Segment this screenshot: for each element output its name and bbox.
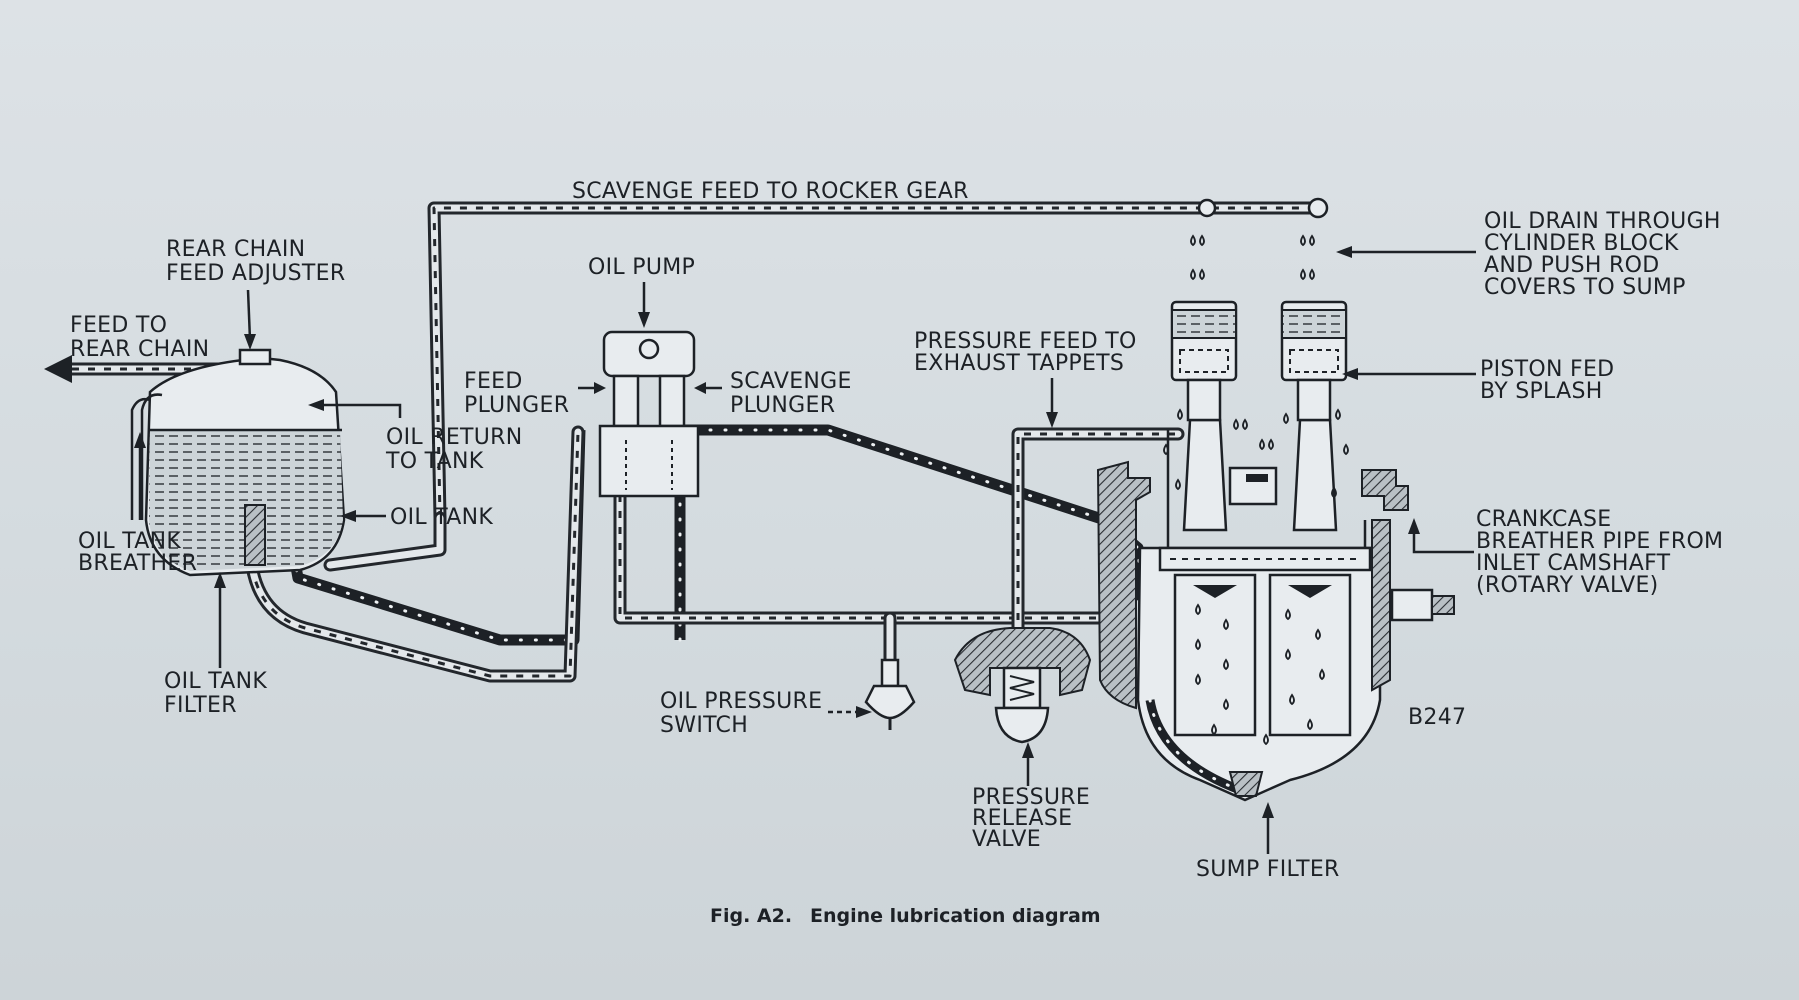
label-sump-filter: SUMP FILTER <box>1196 857 1340 882</box>
sump-scavenge-pipe <box>613 488 1107 625</box>
label-scavenge-feed: SCAVENGE FEED TO ROCKER GEAR <box>572 179 969 204</box>
engine-assembly <box>1096 235 1455 802</box>
breather-pipe-fitting <box>1361 469 1409 511</box>
pump-drive-hole <box>638 338 660 360</box>
sump-filter-element <box>1228 771 1264 797</box>
oil-pump <box>598 330 700 498</box>
label-piston-fed-2: BY SPLASH <box>1480 379 1603 404</box>
label-feed-rear-chain-2: REAR CHAIN <box>70 337 209 362</box>
label-feed-plunger-2: PLUNGER <box>464 393 569 418</box>
camshaft-shaft <box>1390 588 1434 622</box>
label-oil-pump: OIL PUMP <box>588 255 695 280</box>
rear-chain-arrow <box>44 355 72 383</box>
label-pressure-release-3: VALVE <box>972 827 1041 852</box>
label-piston-fed-1: PISTON FED <box>1480 357 1614 382</box>
label-oil-pressure-switch-2: SWITCH <box>660 713 748 738</box>
label-oil-return-2: TO TANK <box>385 449 484 474</box>
label-feed-plunger-1: FEED <box>464 369 523 394</box>
scavenge-rocker-pipe <box>427 201 1322 525</box>
label-oil-drain-1: OIL DRAIN THROUGH <box>1484 209 1721 234</box>
rocker-junction-right <box>1307 197 1329 219</box>
label-pressure-release-2: RELEASE <box>972 806 1072 831</box>
camshaft-end <box>1431 595 1455 615</box>
label-crankcase-2: BREATHER PIPE FROM <box>1476 529 1723 554</box>
piston-right <box>1280 300 1348 422</box>
oil-tank <box>130 348 346 577</box>
pressure-release-valve <box>953 627 1092 744</box>
oil-tank-filter-element <box>244 504 266 566</box>
label-oil-tank-filter-2: FILTER <box>164 693 237 718</box>
label-pressure-feed-2: EXHAUST TAPPETS <box>914 351 1124 376</box>
pump-body <box>598 424 700 498</box>
label-oil-tank-breather-1: OIL TANK <box>78 529 181 554</box>
oil-pressure-switch <box>864 658 916 730</box>
label-oil-pressure-switch-1: OIL PRESSURE <box>660 689 822 714</box>
label-oil-tank-breather-2: BREATHER <box>78 551 197 576</box>
exhaust-tappet-pipe <box>1011 427 1185 659</box>
label-oil-tank: OIL TANK <box>390 505 493 530</box>
label-oil-drain-3: AND PUSH ROD <box>1484 253 1659 278</box>
scavenge-return-pipe <box>245 425 585 683</box>
label-pressure-release-1: PRESSURE <box>972 785 1090 810</box>
label-feed-rear-chain-1: FEED TO <box>70 313 167 338</box>
pump-to-engine-pressure-pipe <box>674 424 1148 642</box>
crank-web-left <box>1173 573 1257 737</box>
label-crankcase-1: CRANKCASE <box>1476 507 1611 532</box>
feed-plunger-rod <box>612 374 640 428</box>
label-oil-drain-4: COVERS TO SUMP <box>1484 275 1686 300</box>
leader-lines <box>134 246 1476 854</box>
crankcase-right-wall <box>1371 519 1391 692</box>
label-scavenge-plunger-1: SCAVENGE <box>730 369 852 394</box>
label-oil-tank-filter-1: OIL TANK <box>164 669 267 694</box>
label-oil-return-1: OIL RETURN <box>386 425 523 450</box>
con-rod-right <box>1292 418 1338 532</box>
return-to-tank-pipe <box>323 511 447 572</box>
crank-web-right <box>1268 573 1352 737</box>
label-ref-code: B247 <box>1408 705 1466 730</box>
oil-gallery <box>1158 546 1372 572</box>
label-oil-drain-2: CYLINDER BLOCK <box>1484 231 1679 256</box>
piston-left <box>1170 300 1238 422</box>
label-crankcase-4: (ROTARY VALVE) <box>1476 573 1659 598</box>
scavenge-plunger-rod <box>658 374 686 428</box>
label-pressure-feed-1: PRESSURE FEED TO <box>914 329 1137 354</box>
label-crankcase-3: INLET CAMSHAFT <box>1476 551 1671 576</box>
con-rod-left <box>1182 418 1228 532</box>
figure-number: Fig. A2. <box>710 905 792 927</box>
label-rear-chain-adjuster-2: FEED ADJUSTER <box>166 261 345 286</box>
label-rear-chain-adjuster-1: REAR CHAIN <box>166 237 305 262</box>
rocker-junction-left <box>1197 198 1217 218</box>
rear-chain-adjuster-cap <box>238 348 272 366</box>
figure-title: Engine lubrication diagram <box>810 905 1101 927</box>
tappet-block <box>1228 466 1278 506</box>
label-scavenge-plunger-2: PLUNGER <box>730 393 835 418</box>
